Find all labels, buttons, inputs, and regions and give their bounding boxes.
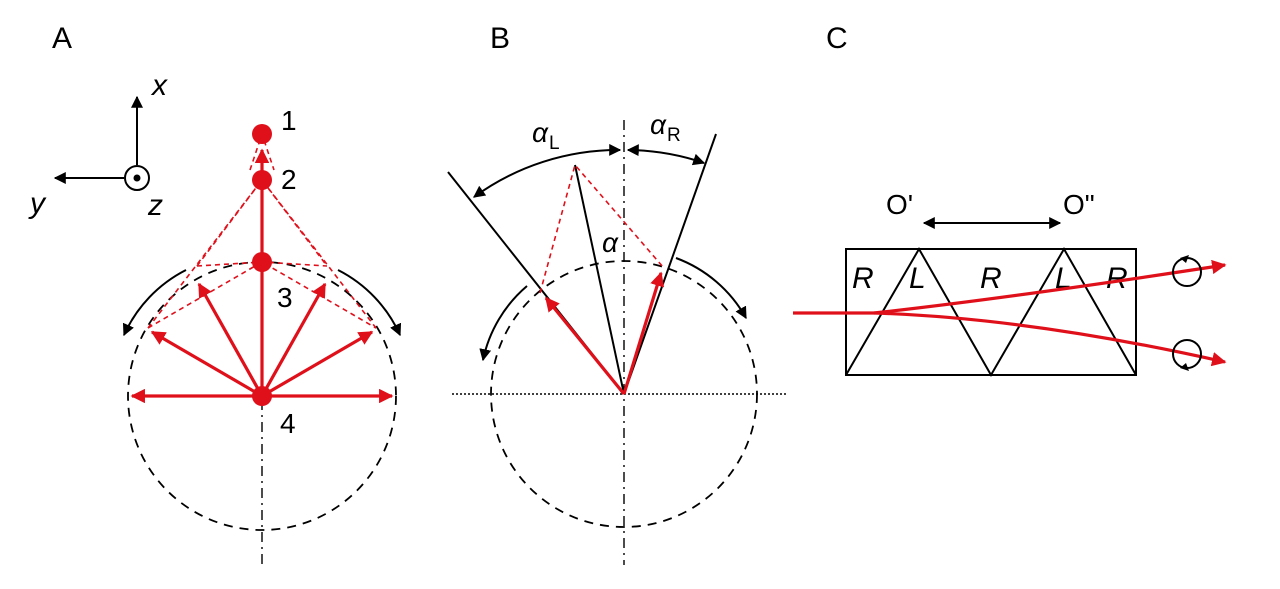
point-3 — [252, 252, 272, 272]
o-prime-label: O' — [886, 189, 913, 220]
panel-b: B αL αR α — [447, 22, 788, 565]
segment-label-r2: R — [980, 262, 1002, 295]
output-beam-lower — [873, 311, 1227, 367]
angle-arc-alpha-l — [473, 143, 622, 198]
x-axis-label: x — [150, 69, 168, 102]
rotation-arc-right — [337, 269, 402, 337]
y-axis-label: y — [28, 187, 47, 220]
segment-label-r1: R — [852, 262, 874, 295]
angle-arc-alpha-r — [626, 144, 706, 166]
rotation-arc-left — [122, 269, 187, 337]
panel-label-c: C — [826, 22, 848, 55]
point-label-1: 1 — [281, 105, 297, 136]
coordinate-axes: x y z — [28, 69, 168, 222]
point-label-3: 3 — [277, 282, 293, 313]
alpha-label: α — [602, 227, 619, 258]
polarization-lower — [1172, 339, 1202, 371]
point-label-4: 4 — [280, 408, 296, 439]
panel-c: C O' O" R L R L R — [793, 22, 1227, 378]
panel-label-a: A — [52, 22, 72, 55]
alpha-l-label: αL — [532, 117, 560, 154]
arrow-up-left — [197, 282, 264, 397]
z-axis-label: z — [147, 189, 163, 222]
panel-label-b: B — [490, 22, 510, 55]
segment-label-r3: R — [1106, 262, 1128, 295]
arrow-upper-right — [261, 330, 374, 398]
polarization-arrowhead-lower — [1180, 363, 1189, 371]
polarization-upper — [1172, 255, 1202, 287]
alpha-r-label: αR — [650, 109, 681, 146]
point-1 — [252, 124, 272, 144]
beam-arrow-left-b — [544, 296, 626, 396]
line-right-b — [623, 133, 717, 395]
polarization-arrowhead-upper — [1180, 255, 1189, 263]
point-label-2: 2 — [281, 164, 297, 195]
point-2 — [252, 170, 272, 190]
o-double-prime-label: O" — [1063, 189, 1095, 220]
prism-zigzag — [845, 246, 1137, 378]
z-axis-dot — [133, 174, 141, 182]
z-axis-symbol — [124, 165, 150, 191]
panel-a: A x y z — [28, 22, 402, 565]
line-alpha-b — [574, 164, 625, 395]
arrow-upper-left — [150, 330, 263, 398]
rotation-arc-left-b — [479, 285, 528, 362]
beam-arrow-right-b — [622, 271, 665, 395]
point-4 — [252, 386, 272, 406]
rotation-arc-right-b — [675, 257, 747, 320]
segment-label-l1: L — [909, 262, 926, 295]
arrow-up-right — [260, 282, 327, 397]
red-arrows-a — [130, 148, 394, 404]
output-beam-upper — [873, 259, 1227, 315]
